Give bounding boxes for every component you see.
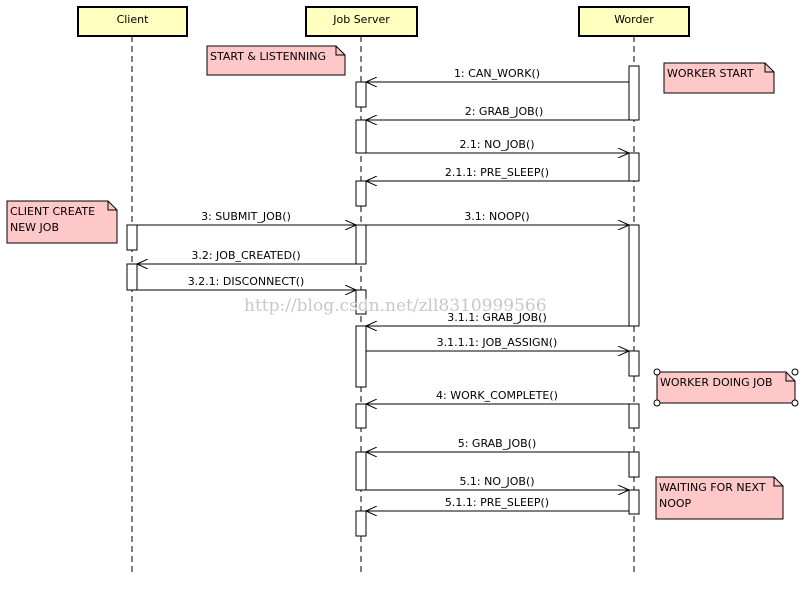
message-label: 3.2.1: DISCONNECT() <box>188 275 305 288</box>
note-fold-corner <box>335 46 345 56</box>
note-fold-corner <box>764 63 774 73</box>
message-label: 2.1.1: PRE_SLEEP() <box>445 166 549 179</box>
note-worker-start[interactable]: WORKER START <box>663 62 775 94</box>
message[interactable]: 3.2.1: DISCONNECT() <box>137 275 356 290</box>
activation-bar-worker <box>628 65 640 121</box>
message-label: 5.1.1: PRE_SLEEP() <box>445 496 549 509</box>
activation-bar-client <box>126 224 138 251</box>
message-label: 3.1.1: GRAB_JOB() <box>447 311 547 324</box>
selection-handle[interactable] <box>791 399 799 407</box>
message-label: 3.2: JOB_CREATED() <box>191 249 300 262</box>
message[interactable]: 3.1.1: GRAB_JOB() <box>366 311 629 326</box>
activation-bar-server <box>355 224 367 265</box>
note-text: WAITING FOR NEXT <box>659 481 766 494</box>
message-label: 1: CAN_WORK() <box>454 67 540 80</box>
note-fold-corner <box>773 477 783 487</box>
message[interactable]: 2: GRAB_JOB() <box>366 105 629 120</box>
lifeline-header-box <box>578 6 690 37</box>
note-box <box>6 200 118 244</box>
activation-bar-server <box>355 510 367 537</box>
message-label: 5.1: NO_JOB() <box>459 475 534 488</box>
lifeline-header-server[interactable]: Job Server <box>305 6 418 37</box>
message[interactable]: 3.1.1.1: JOB_ASSIGN() <box>366 336 629 351</box>
lifeline-header-label: Client <box>117 13 150 26</box>
activation-bar-client <box>126 263 138 291</box>
note-worker-doing[interactable]: WORKER DOING JOB <box>653 368 799 407</box>
note-client-create[interactable]: CLIENT CREATE NEW JOB <box>6 200 118 244</box>
note-box <box>655 476 784 520</box>
note-box <box>206 45 346 76</box>
lifeline-header-label: Worder <box>614 13 654 26</box>
note-text: WORKER START <box>667 67 754 80</box>
note-text: NOOP <box>659 497 692 510</box>
activation-bar-worker <box>628 403 640 429</box>
lifeline-header-box <box>77 6 188 37</box>
message[interactable]: 2.1.1: PRE_SLEEP() <box>366 166 629 181</box>
message[interactable]: 2.1: NO_JOB() <box>366 138 629 153</box>
message[interactable]: 3.2: JOB_CREATED() <box>137 249 356 264</box>
note-fold-corner <box>107 201 117 211</box>
message[interactable]: 3: SUBMIT_JOB() <box>137 210 356 225</box>
message[interactable]: 5.1: NO_JOB() <box>366 475 629 490</box>
activation-bar-worker <box>628 451 640 478</box>
lifeline-header-label: Job Server <box>332 13 390 26</box>
note-text: START & LISTENNING <box>210 50 326 63</box>
note-text: NEW JOB <box>10 221 59 234</box>
note-text: CLIENT CREATE <box>10 205 95 218</box>
activation-bar-server <box>355 180 367 207</box>
activation-bar-server <box>355 451 367 491</box>
note-fold-corner <box>785 372 795 382</box>
activation-bar-server <box>355 119 367 154</box>
lifeline-header-box <box>305 6 418 37</box>
message-label: 3.1.1.1: JOB_ASSIGN() <box>437 336 558 349</box>
message[interactable]: 4: WORK_COMPLETE() <box>366 389 629 404</box>
note-box <box>663 62 775 94</box>
message-label: 4: WORK_COMPLETE() <box>436 389 558 402</box>
watermark-text: http://blog.csdn.net/zll8310999566 <box>244 296 547 316</box>
note-waiting[interactable]: WAITING FOR NEXT NOOP <box>655 476 784 520</box>
activation-bar-server <box>355 289 367 315</box>
note-box <box>656 371 796 404</box>
activation-bar-worker <box>628 152 640 182</box>
message[interactable]: 1: CAN_WORK() <box>366 67 629 82</box>
activation-bar-worker <box>628 489 640 515</box>
message-label: 2.1: NO_JOB() <box>459 138 534 151</box>
activation-bar-server <box>355 403 367 429</box>
message[interactable]: 5: GRAB_JOB() <box>366 437 629 452</box>
selection-handle[interactable] <box>653 399 661 407</box>
lifeline-header-client[interactable]: Client <box>77 6 188 37</box>
message[interactable]: 5.1.1: PRE_SLEEP() <box>366 496 629 511</box>
lifeline-header-worker[interactable]: Worder <box>578 6 690 37</box>
activation-bar-server <box>355 325 367 388</box>
activation-bar-worker <box>628 350 640 377</box>
message-label: 5: GRAB_JOB() <box>458 437 537 450</box>
note-start-listening[interactable]: START & LISTENNING <box>206 45 346 76</box>
message-label: 3.1: NOOP() <box>464 210 529 223</box>
message-label: 3: SUBMIT_JOB() <box>201 210 291 223</box>
note-text: WORKER DOING JOB <box>660 376 773 389</box>
selection-handle[interactable] <box>653 368 661 376</box>
activation-bar-server <box>355 81 367 108</box>
activation-bar-worker <box>628 224 640 327</box>
selection-handle[interactable] <box>791 368 799 376</box>
message-label: 2: GRAB_JOB() <box>465 105 544 118</box>
message[interactable]: 3.1: NOOP() <box>366 210 629 225</box>
